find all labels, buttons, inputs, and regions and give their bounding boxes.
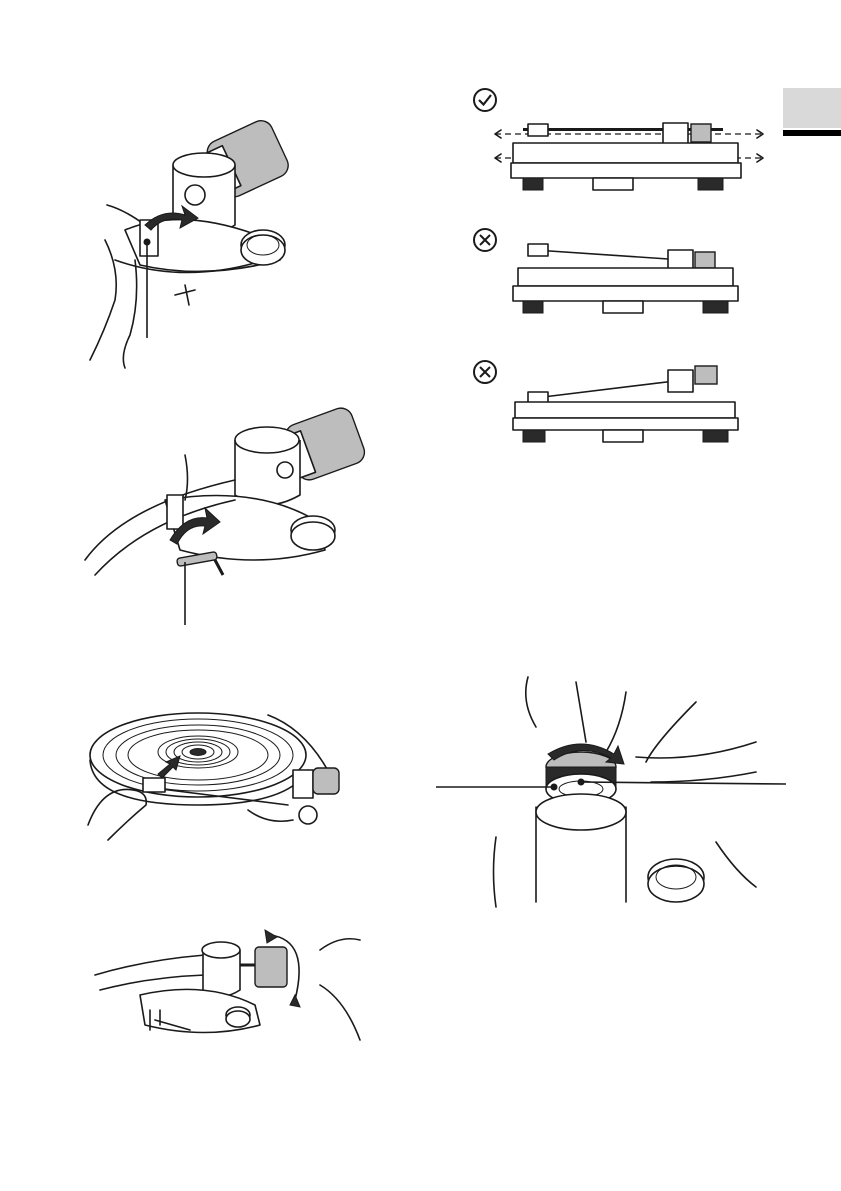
check-circle-icon: [474, 89, 496, 111]
anti-skate-dial: [291, 516, 335, 550]
tonearm-base: [494, 794, 757, 907]
anti-skate-dial: [241, 230, 285, 265]
cue-lever: [177, 552, 223, 575]
counterweight: [255, 947, 287, 987]
record: [90, 713, 308, 805]
figure-place-stylus-on-record: [88, 710, 348, 845]
level-check-tilt-up: [473, 228, 763, 333]
figure-dial-zero-set: [436, 672, 786, 912]
figure-cue-lever-lower: [85, 410, 370, 630]
anti-skate-dial: [648, 859, 704, 902]
level-check-tilt-down: [473, 360, 763, 460]
anti-skate-dial: [226, 1007, 250, 1027]
section-tab: [783, 88, 841, 128]
x-circle-icon: [474, 361, 496, 383]
up-arrow-icon: [158, 756, 180, 778]
section-tab-bar: [783, 130, 841, 136]
level-check-correct: [473, 88, 763, 203]
figure-arm-clamp-release: [85, 110, 355, 370]
tonearm-base: [85, 427, 325, 575]
x-circle-icon: [474, 229, 496, 251]
figure-counterweight-rotate: [95, 925, 365, 1045]
